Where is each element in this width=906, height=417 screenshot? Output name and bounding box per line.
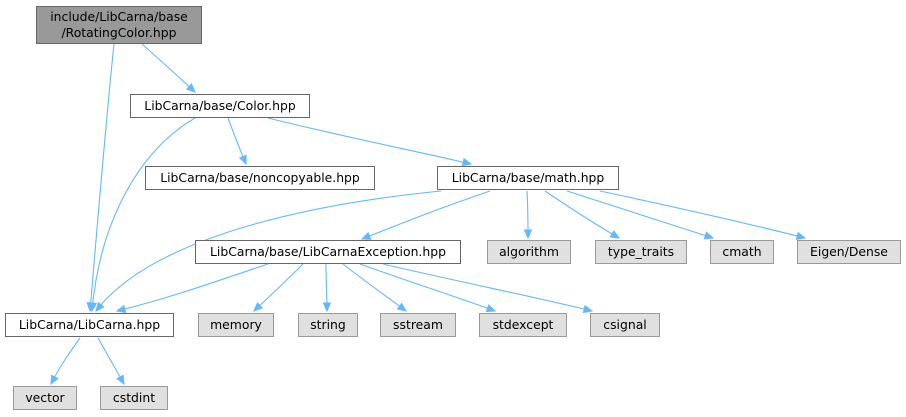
node-label: Eigen/Dense <box>810 244 888 259</box>
edge-math-to-eigen <box>599 190 806 239</box>
edge-color-to-math <box>267 117 472 165</box>
node-rotatingcolor-hpp[interactable]: include/LibCarna/base /RotatingColor.hpp <box>36 6 202 44</box>
edge-root-to-color <box>141 43 196 93</box>
edge-math-to-cmath <box>566 190 714 239</box>
node-libcarnaexception-hpp[interactable]: LibCarna/base/LibCarnaException.hpp <box>195 240 461 264</box>
edge-exception-to-memory <box>253 263 304 312</box>
node-math-hpp[interactable]: LibCarna/base/math.hpp <box>437 166 619 190</box>
arrowhead-exception-to-csignal <box>582 304 594 314</box>
arrowhead-root-to-color <box>185 83 196 93</box>
arrowhead-math-to-exception <box>360 231 372 240</box>
node-label: LibCarna/LibCarna.hpp <box>18 317 161 332</box>
node-label: sstream <box>393 317 443 332</box>
node-label: algorithm <box>499 244 559 259</box>
edge-exception-to-sstream <box>342 263 407 312</box>
edge-math-to-type_traits <box>544 190 620 239</box>
node-label: cmath <box>722 244 762 259</box>
edge-root-to-libcarna <box>89 43 115 312</box>
node-label-line2: /RotatingColor.hpp <box>61 25 177 40</box>
node-memory[interactable]: memory <box>198 313 274 337</box>
node-label: stdexcept <box>492 317 554 332</box>
node-cstdint[interactable]: cstdint <box>100 386 168 410</box>
arrowhead-math-to-eigen <box>795 231 807 241</box>
arrowhead-libcarna-to-cstdint <box>116 374 125 386</box>
node-label: LibCarna/base/noncopyable.hpp <box>160 170 360 185</box>
node-label: LibCarna/base/Color.hpp <box>144 98 296 113</box>
node-vector[interactable]: vector <box>13 386 77 410</box>
arrowhead-exception-to-libcarna <box>115 304 127 314</box>
node-label: type_traits <box>607 244 675 259</box>
node-label: vector <box>25 390 65 405</box>
node-libcarna-hpp[interactable]: LibCarna/LibCarna.hpp <box>5 313 174 337</box>
node-sstream[interactable]: sstream <box>380 313 456 337</box>
node-label: string <box>310 317 346 332</box>
node-color-hpp[interactable]: LibCarna/base/Color.hpp <box>130 94 310 118</box>
arrowhead-color-to-libcarna <box>88 302 98 313</box>
arrowhead-math-to-type_traits <box>609 230 621 239</box>
arrowhead-color-to-noncopyable <box>238 154 247 166</box>
arrowhead-math-to-libcarna <box>95 301 105 312</box>
edge-math-to-libcarna <box>95 190 442 312</box>
edge-math-to-exception <box>361 190 491 240</box>
arrowhead-exception-to-sstream <box>396 302 408 312</box>
node-stdexcept[interactable]: stdexcept <box>479 313 567 337</box>
node-label: LibCarna/base/LibCarnaException.hpp <box>210 244 446 259</box>
node-cmath[interactable]: cmath <box>710 240 774 264</box>
edge-exception-to-csignal <box>382 263 593 312</box>
edge-exception-to-libcarna <box>116 263 269 312</box>
arrowhead-math-to-algorithm <box>523 229 533 240</box>
node-csignal[interactable]: csignal <box>590 313 660 337</box>
edge-color-to-libcarna <box>91 117 196 312</box>
node-eigen-dense[interactable]: Eigen/Dense <box>797 240 901 264</box>
node-label: LibCarna/base/math.hpp <box>451 170 605 185</box>
edge-exception-to-stdexcept <box>359 263 496 312</box>
arrowhead-exception-to-string <box>322 302 332 313</box>
node-label: csignal <box>603 317 647 332</box>
arrowhead-exception-to-stdexcept <box>485 304 497 313</box>
node-label-line1: include/LibCarna/base <box>50 9 188 24</box>
node-algorithm[interactable]: algorithm <box>487 240 571 264</box>
node-string[interactable]: string <box>298 313 358 337</box>
arrowhead-exception-to-memory <box>253 302 264 312</box>
arrowhead-math-to-cmath <box>703 231 715 240</box>
arrowhead-libcarna-to-vector <box>50 374 59 386</box>
arrowhead-color-to-math <box>461 157 473 167</box>
node-noncopyable-hpp[interactable]: LibCarna/base/noncopyable.hpp <box>145 166 375 190</box>
node-label: memory <box>210 317 262 332</box>
node-label: cstdint <box>112 390 156 405</box>
node-type-traits[interactable]: type_traits <box>595 240 687 264</box>
